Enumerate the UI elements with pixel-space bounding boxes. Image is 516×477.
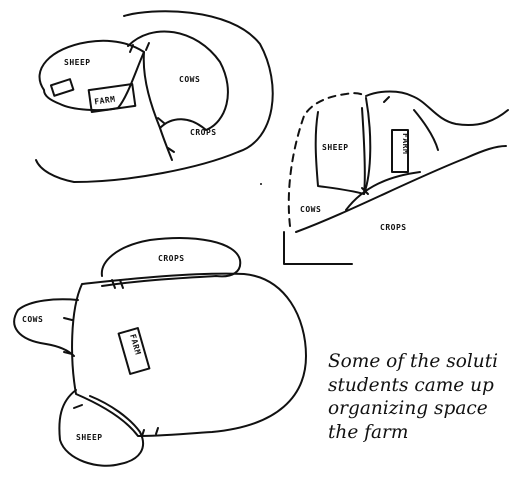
sketch-1-small-pen bbox=[49, 78, 75, 97]
caption-line: students came up bbox=[328, 374, 494, 396]
caption-line: organizing space bbox=[328, 398, 488, 419]
sketch-2-dashed-boundary bbox=[287, 92, 367, 227]
sketch-3-sheep-label: SHEEP bbox=[76, 433, 103, 442]
sketch-2-gate bbox=[361, 187, 369, 195]
sketch-3-cows-area bbox=[13, 298, 79, 357]
sketch-3-sheep-area bbox=[58, 389, 145, 467]
sketch-2-crops-lower bbox=[345, 171, 421, 211]
sketch-1-crops-divider bbox=[159, 127, 173, 161]
sketch-2-crops-boundary bbox=[295, 145, 507, 233]
sketch-2 bbox=[283, 90, 509, 265]
sketch-1-cows-area bbox=[127, 30, 229, 131]
sketch-2-crops-label: CROPS bbox=[380, 223, 407, 232]
sketch-2-top-boundary bbox=[365, 90, 509, 126]
sketch-1-farm-label: FARM bbox=[94, 95, 116, 107]
sketch-2-corner bbox=[283, 231, 353, 265]
sketch-1-farm-box bbox=[87, 83, 137, 113]
sketch-3-cows-label: COWS bbox=[22, 315, 43, 324]
sketch-2-farm-box bbox=[391, 129, 409, 173]
sketch-1-sheep-label: SHEEP bbox=[64, 58, 91, 67]
sketch-1-cows-label: COWS bbox=[179, 75, 200, 84]
sketch-1-sheep-area bbox=[38, 39, 145, 112]
sketch-3-farm-area bbox=[71, 272, 307, 437]
sketch-2-cows-label: COWS bbox=[300, 205, 321, 214]
sketch-1-crops-label: CROPS bbox=[190, 128, 217, 137]
sketch-1-gate bbox=[157, 117, 165, 124]
sketch-3 bbox=[13, 237, 307, 467]
sketch-1-crops-outer bbox=[35, 10, 274, 183]
sketch-3-gate bbox=[73, 404, 83, 409]
sketch-3-crops-label: CROPS bbox=[158, 254, 185, 263]
figure-caption: Some of the soluti students came up orga… bbox=[328, 350, 516, 460]
stray-dot bbox=[260, 183, 262, 185]
sketch-2-farm-divider bbox=[363, 97, 372, 195]
caption-line: the farm bbox=[328, 421, 409, 443]
caption-line: Some of the soluti bbox=[328, 351, 499, 372]
sketch-3-gate bbox=[111, 279, 124, 289]
sketch-2-sheep-area bbox=[314, 107, 366, 195]
sketch-1 bbox=[35, 10, 274, 183]
sketch-2-gate bbox=[383, 96, 390, 103]
sketch-2-farm-wall bbox=[413, 109, 439, 151]
sketch-3-farm-box bbox=[117, 327, 151, 375]
sketch-1-gate bbox=[167, 147, 175, 153]
sketch-2-farm-label: FARM bbox=[401, 133, 410, 154]
sketch-3-gate bbox=[141, 427, 159, 437]
sketch-3-gate bbox=[63, 317, 73, 355]
sketch-1-gate bbox=[129, 42, 150, 53]
sketch-3-crops-area bbox=[100, 237, 242, 287]
sketch-2-sheep-label: SHEEP bbox=[322, 143, 349, 152]
